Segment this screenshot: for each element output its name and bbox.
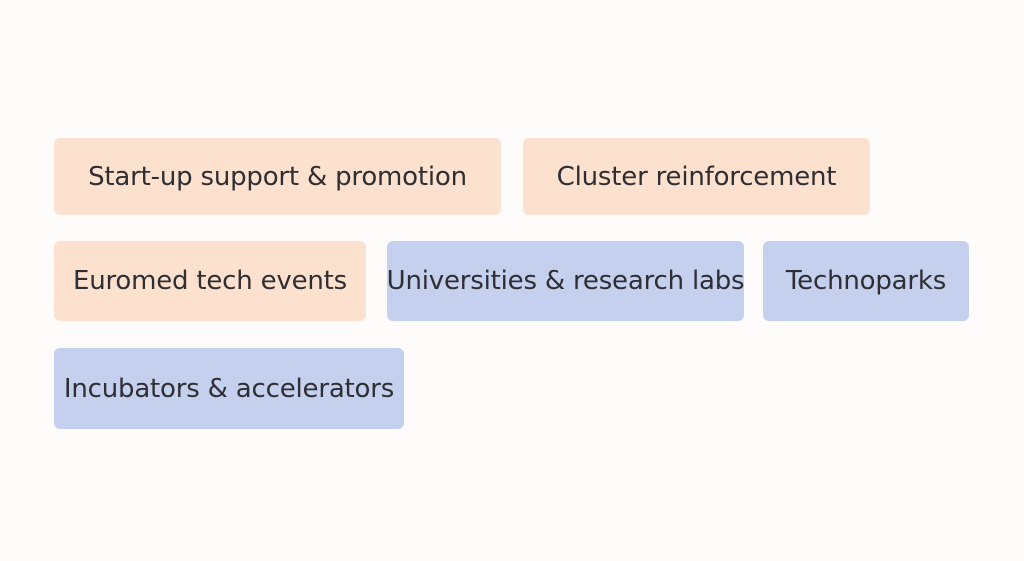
tag-label: Technoparks	[785, 266, 947, 296]
tag-incubators-accelerators: Incubators & accelerators	[54, 348, 404, 429]
tag-label: Euromed tech events	[72, 266, 348, 296]
tag-technoparks: Technoparks	[763, 241, 969, 321]
tag-euromed-tech-events: Euromed tech events	[54, 241, 366, 321]
tag-start-up-support-promotion: Start-up support & promotion	[54, 138, 501, 215]
tag-label: Incubators & accelerators	[63, 373, 395, 404]
tag-label: Universities & research labs	[386, 266, 745, 296]
tag-label: Start-up support & promotion	[88, 161, 467, 192]
tag-universities-research-labs: Universities & research labs	[386, 241, 745, 321]
tag-label: Cluster reinforcement	[556, 161, 837, 192]
tag-cluster-reinforcement: Cluster reinforcement	[523, 138, 870, 215]
